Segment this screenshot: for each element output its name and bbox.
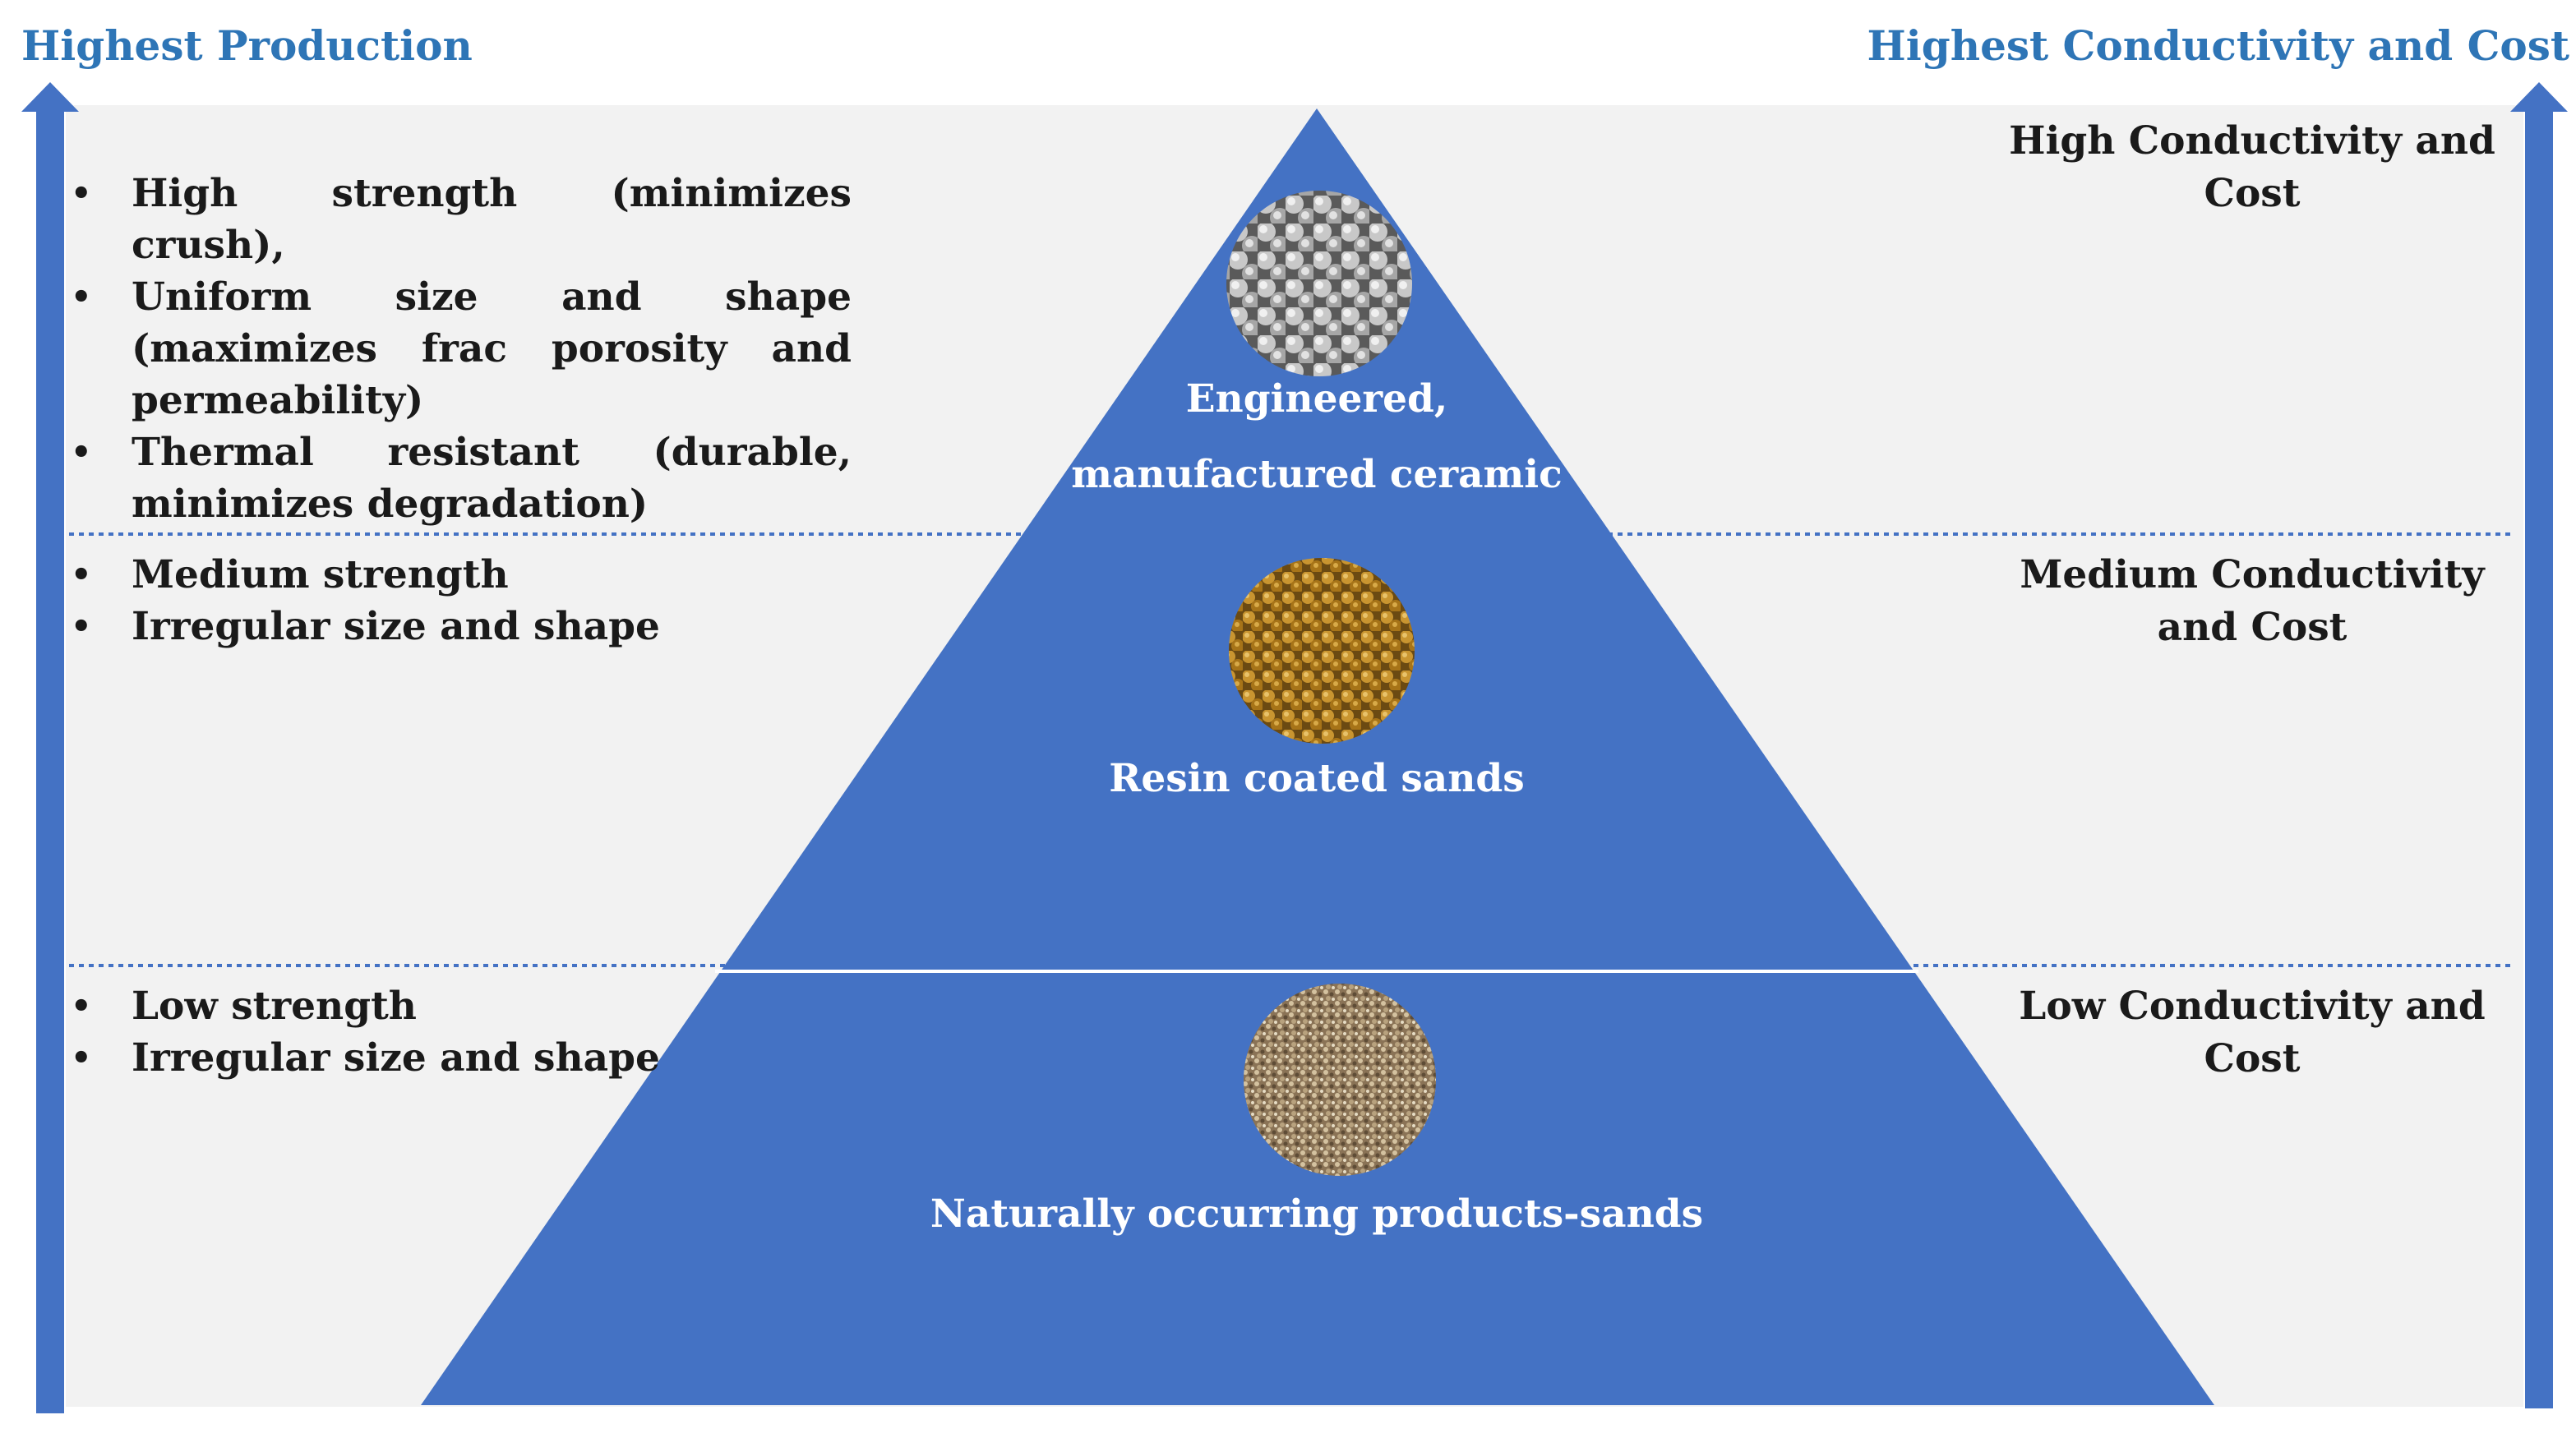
list-item: Uniform size and shape (maximizes frac p… bbox=[69, 271, 852, 426]
resin-sand-image bbox=[1229, 558, 1415, 744]
list-item: Thermal resistant (durable, minimizes de… bbox=[69, 426, 852, 530]
low-conductivity-note: Low Conductivity and Cost bbox=[2019, 984, 2486, 1081]
high-conductivity-note: High Conductivity and Cost bbox=[2009, 118, 2495, 216]
left-up-arrow bbox=[21, 82, 79, 1413]
pyramid bbox=[421, 108, 2214, 1405]
list-item: High strength (minimizes crush), bbox=[69, 168, 852, 271]
ceramic-proppant-image bbox=[1226, 191, 1412, 376]
natural-sand-properties-list: Low strength Irregular size and shape bbox=[69, 980, 852, 1084]
highest-conductivity-title: Highest Conductivity and Cost bbox=[1867, 21, 2569, 70]
resin-sand-properties-list: Medium strength Irregular size and shape bbox=[69, 549, 852, 652]
list-item: Irregular size and shape bbox=[69, 1032, 852, 1084]
natural-sand-image bbox=[1244, 984, 1436, 1176]
resin-tier-label: Resin coated sands bbox=[1109, 756, 1525, 801]
ceramic-properties-list: High strength (minimizes crush), Uniform… bbox=[69, 168, 852, 530]
ceramic-tier-label: Engineered,manufactured ceramic bbox=[1071, 362, 1563, 513]
list-item: Irregular size and shape bbox=[69, 601, 852, 652]
natural-tier-label: Naturally occurring products-sands bbox=[930, 1191, 1704, 1237]
list-item: Medium strength bbox=[69, 549, 852, 601]
list-item: Low strength bbox=[69, 980, 852, 1032]
medium-conductivity-note: Medium Conductivity and Cost bbox=[2020, 552, 2485, 650]
highest-production-title: Highest Production bbox=[21, 21, 473, 70]
right-up-arrow bbox=[2510, 82, 2568, 1408]
ceramic-label-line: Engineered,manufactured ceramic bbox=[1071, 376, 1563, 497]
